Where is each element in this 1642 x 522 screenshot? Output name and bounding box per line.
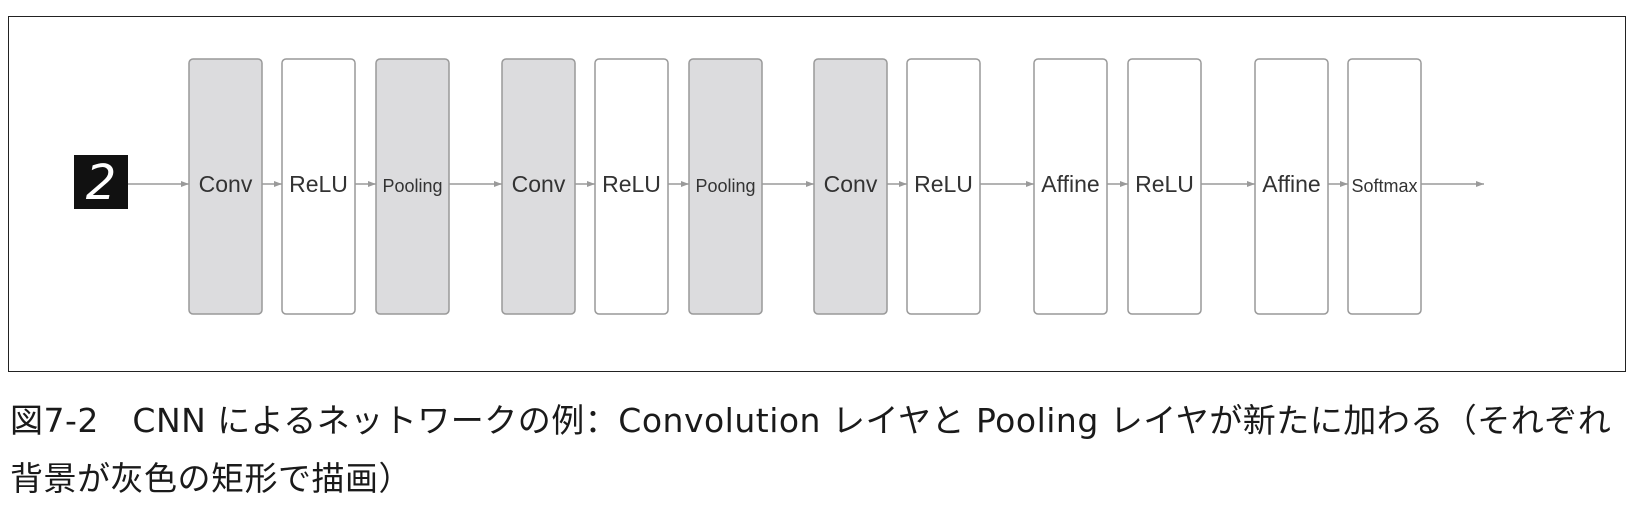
layer-rect: [281, 58, 356, 315]
layer-box-relu-2: ReLU: [281, 58, 356, 315]
cnn-diagram: 2 Conv ReLU Pooling Conv ReLU Pooling Conv ReLU…: [74, 58, 1484, 315]
input-digit: 2: [86, 155, 117, 211]
layer-rect: [1347, 58, 1422, 315]
layer-rect: [906, 58, 981, 315]
layer-label: Affine: [1041, 171, 1099, 197]
layer-label: Conv: [199, 171, 253, 197]
layer-box-pooling-6: Pooling: [688, 58, 763, 315]
layer-boxes: Conv ReLU Pooling Conv ReLU Pooling Conv ReLU Af…: [188, 58, 1422, 315]
layer-box-conv-4: Conv: [501, 58, 576, 315]
layer-box-conv-7: Conv: [813, 58, 888, 315]
layer-rect: [688, 58, 763, 315]
layer-label: ReLU: [289, 171, 348, 197]
figure-frame: 2 Conv ReLU Pooling Conv ReLU Pooling Conv ReLU…: [8, 16, 1626, 372]
layer-rect: [1127, 58, 1202, 315]
layer-label: ReLU: [602, 171, 661, 197]
layer-box-relu-5: ReLU: [594, 58, 669, 315]
layer-rect: [1254, 58, 1329, 315]
layer-box-softmax-12: Softmax: [1347, 58, 1422, 315]
layer-rect: [375, 58, 450, 315]
layer-label: ReLU: [914, 171, 973, 197]
layer-box-conv-1: Conv: [188, 58, 263, 315]
layer-rect: [1033, 58, 1108, 315]
input-image-background: [74, 155, 128, 209]
layer-rect: [594, 58, 669, 315]
layer-label: Conv: [824, 171, 878, 197]
layer-label: Softmax: [1351, 176, 1417, 196]
layer-box-relu-8: ReLU: [906, 58, 981, 315]
layer-label: Affine: [1262, 171, 1320, 197]
layer-box-pooling-3: Pooling: [375, 58, 450, 315]
layer-box-affine-11: Affine: [1254, 58, 1329, 315]
layer-label: Pooling: [695, 176, 755, 196]
layer-label: Pooling: [382, 176, 442, 196]
layer-box-relu-10: ReLU: [1127, 58, 1202, 315]
layer-label: ReLU: [1135, 171, 1194, 197]
input-digit-image: 2: [74, 155, 128, 211]
layer-label: Conv: [512, 171, 566, 197]
layer-rect: [813, 58, 888, 315]
layer-rect: [188, 58, 263, 315]
figure-caption: 図7-2 CNN によるネットワークの例：Convolution レイヤと Po…: [10, 401, 1612, 498]
layer-box-affine-9: Affine: [1033, 58, 1108, 315]
layer-rect: [501, 58, 576, 315]
